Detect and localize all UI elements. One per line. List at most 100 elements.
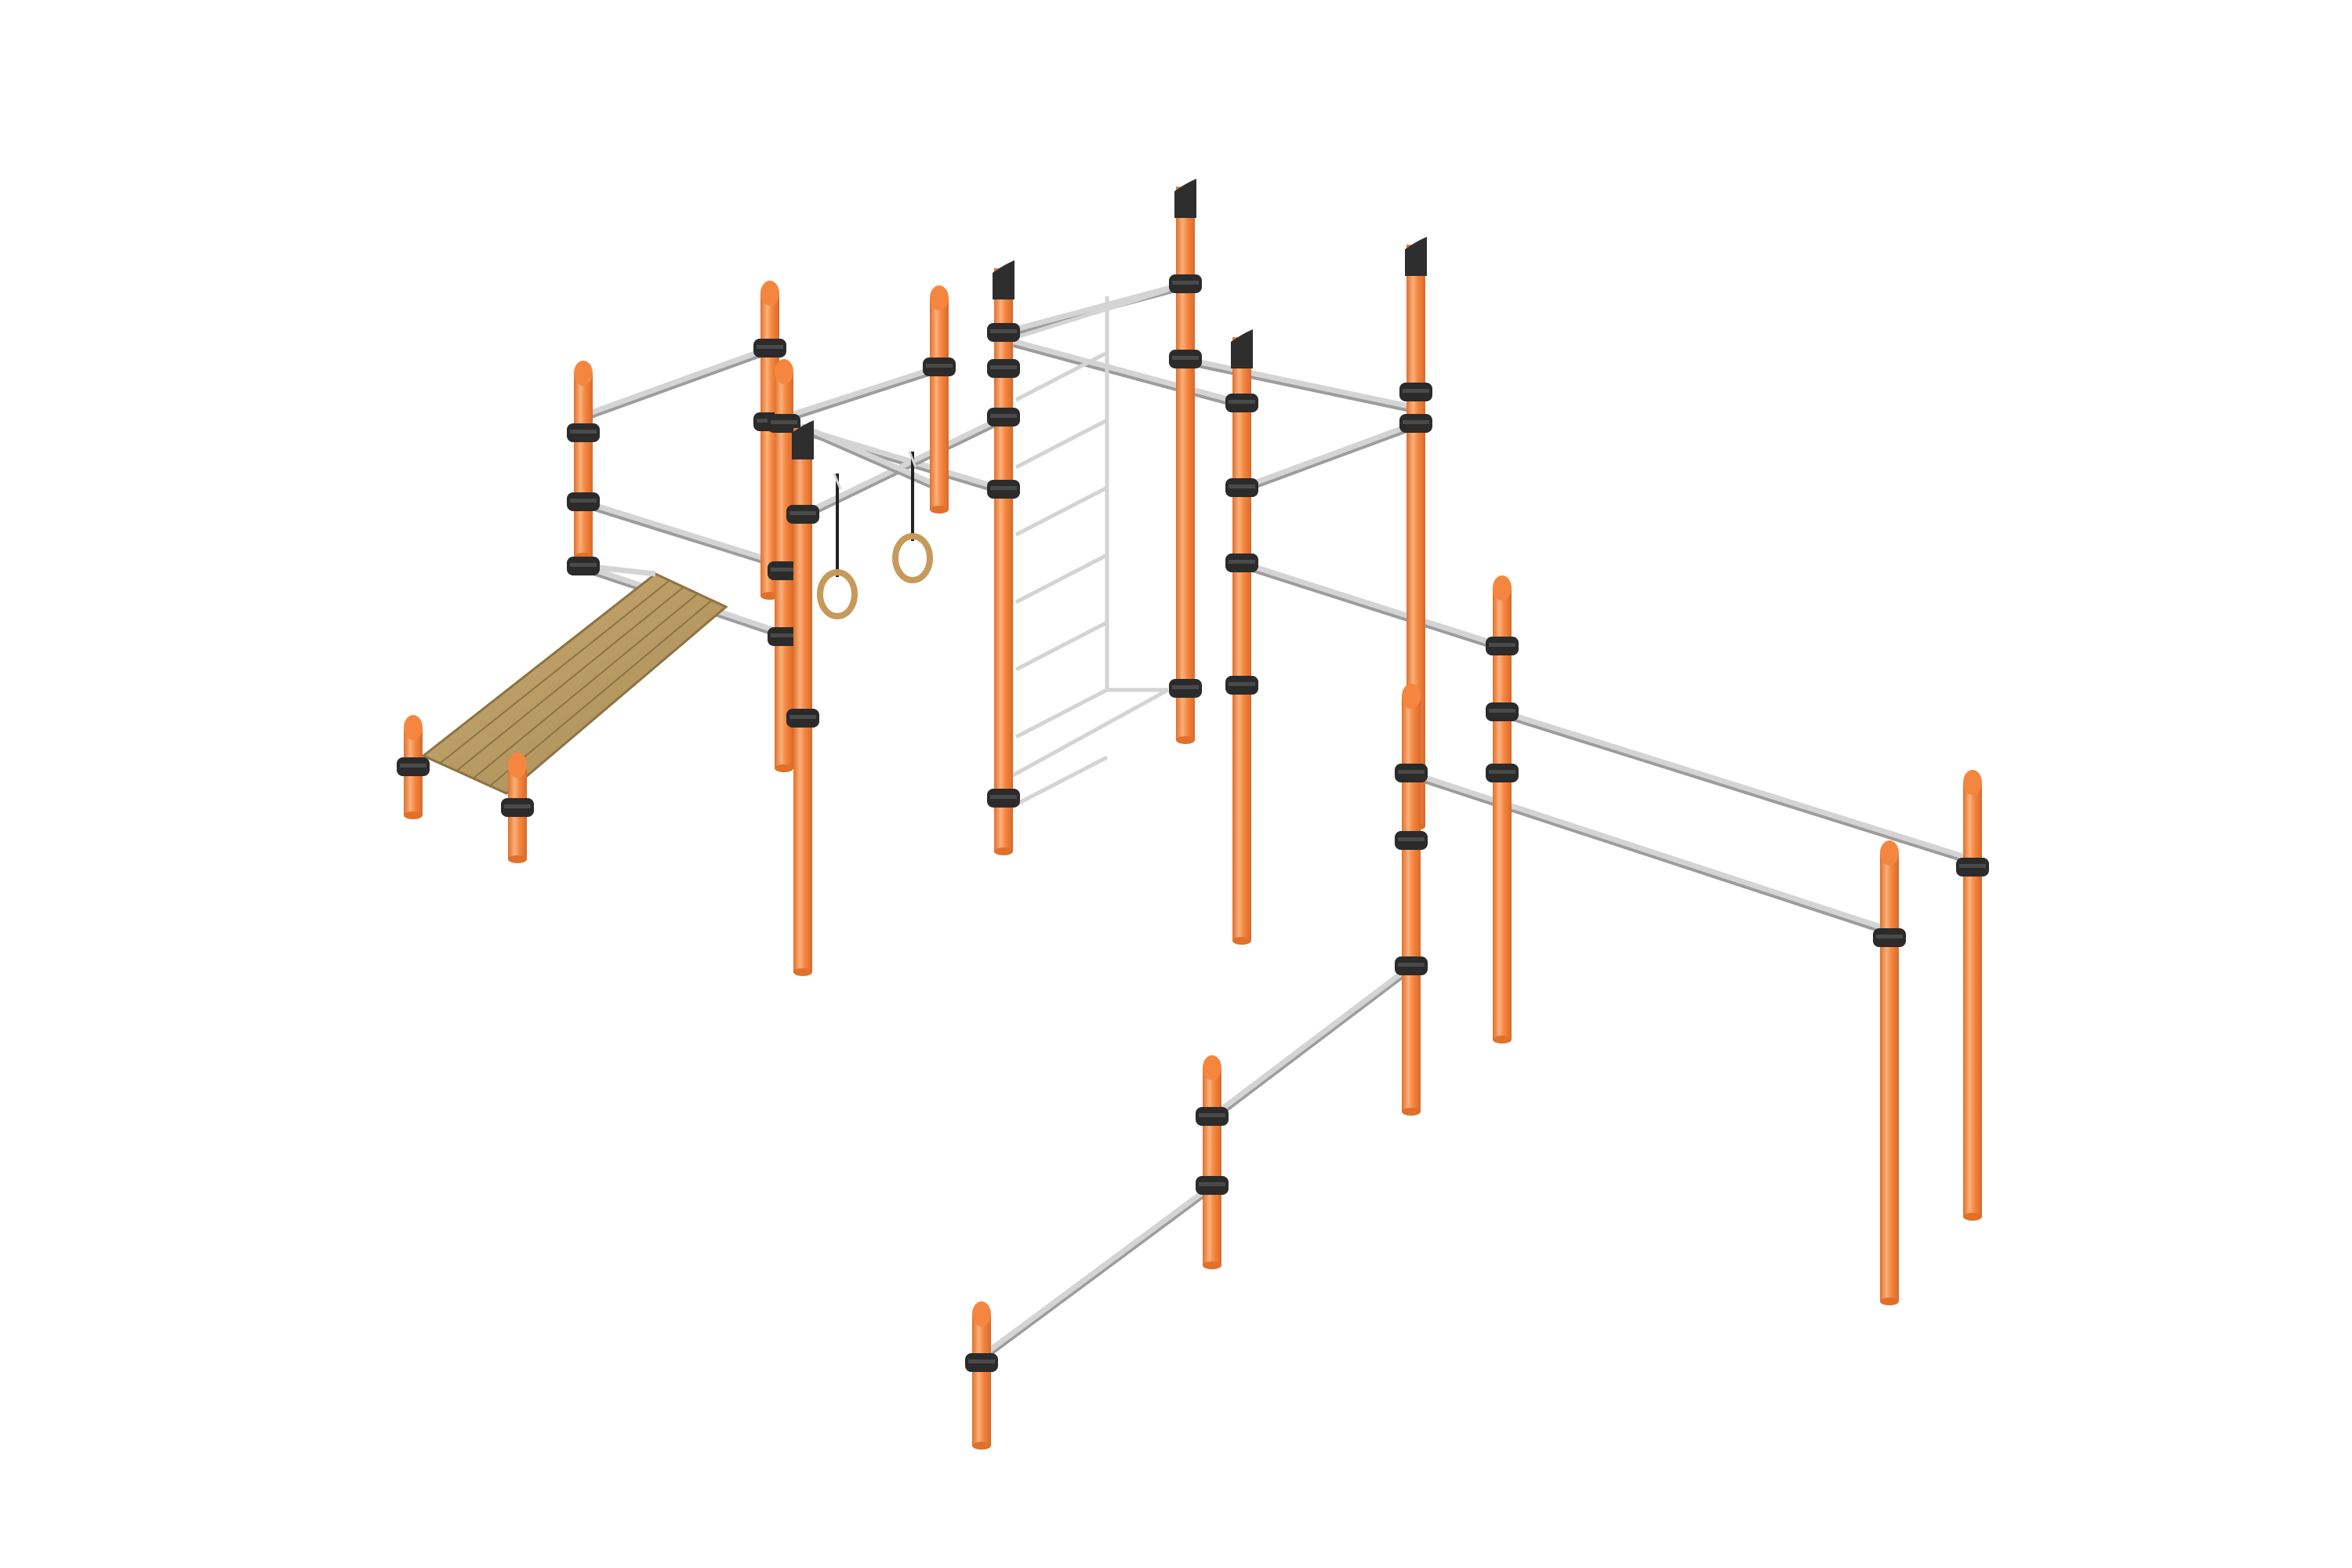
post-foot [930,506,949,514]
post-clamp-highlight [1959,864,1986,868]
bench-plank-line [489,599,713,787]
ring-right-hook [908,451,917,468]
post-shaft [930,298,949,510]
post-2 [567,361,600,575]
post-7 [987,260,1020,855]
post-foot [1176,736,1195,744]
post-8 [1169,179,1202,744]
post-cap-black [1231,329,1253,368]
post-clamp-highlight [570,563,597,567]
post-clamp-highlight [1172,281,1199,285]
post-foot [508,855,527,863]
post-cap [404,715,423,740]
post-shaft [972,1314,991,1446]
post-cap [760,281,779,306]
ladder-rung [1014,485,1109,537]
post-cap-black [993,260,1014,299]
post-cap [775,359,793,384]
post-13 [1956,770,1989,1221]
ladder-rung [1014,688,1109,739]
post-cap [508,753,527,778]
post-cap-black [1405,237,1427,276]
post-clamp-highlight [1489,709,1515,713]
bench-plank-line [456,586,684,771]
post-1 [501,753,534,863]
bench-plank-line [439,579,670,764]
ladder-rail-top [1011,288,1169,341]
post-shaft [1203,1068,1221,1265]
post-16 [965,1301,998,1450]
post-clamp-highlight [1229,560,1255,564]
post-9 [1225,329,1258,945]
post-clamp-highlight [1398,837,1425,841]
post-clamp-highlight [1403,389,1429,393]
post-4 [768,359,800,772]
post-cap-black [792,420,814,459]
post-clamp-highlight [1229,485,1255,488]
post-clamp-highlight [990,486,1017,490]
post-clamp-highlight [926,364,953,368]
post-clamp-highlight [1199,1113,1225,1117]
post-clamp-highlight [990,795,1017,799]
post-foot [1402,1108,1421,1116]
post-foot [404,811,423,819]
post-shaft [1232,337,1251,941]
post-clamp-highlight [1489,643,1515,647]
bar-15 [978,1182,1215,1359]
post-foot [1880,1298,1899,1305]
post-clamp-highlight [771,568,797,572]
bar-6 [800,423,942,489]
post-cap [1493,575,1512,601]
ring-left-hook [833,473,842,490]
post-0 [397,715,430,819]
bar-3 [767,364,942,425]
post-clamp-highlight [771,420,797,424]
ladder-rung [1014,755,1109,807]
post-cap-black [1174,179,1196,218]
post-clamp-highlight [789,715,816,719]
post-clamp-highlight [570,499,597,503]
post-clamp-highlight [1398,770,1425,774]
bar-1 [580,499,787,568]
post-clamp-highlight [757,345,783,349]
post-cap [1963,770,1982,795]
post-clamp-highlight [504,804,531,808]
post-clamp-highlight [400,764,426,768]
post-foot [1963,1213,1982,1221]
post-foot [775,764,793,772]
sit-up-bench [421,563,728,795]
post-clamp-highlight [789,511,816,515]
post-shaft [1963,782,1982,1217]
ladder-rung [1014,620,1109,672]
post-5 [786,420,819,976]
bar-12 [1499,709,1976,862]
ladder-rung [1014,418,1109,470]
post-shaft [1880,853,1899,1301]
gymnastic-rings [817,451,933,619]
post-clamp-highlight [1403,420,1429,424]
ring-left [817,569,858,619]
post-cap [972,1301,991,1327]
post-15 [1196,1055,1229,1269]
post-clamp-highlight [1172,356,1199,360]
post-shaft [574,373,593,557]
post-foot [1493,1036,1512,1044]
ladder-rail-bottom [1010,688,1170,779]
bar-0 [580,345,773,419]
post-cap [930,285,949,310]
bar-5 [800,414,1007,517]
post-12 [1395,684,1428,1116]
bench-plank-line [472,593,699,779]
post-clamp-highlight [990,329,1017,333]
post-foot [994,848,1013,855]
post-clamp-highlight [1229,682,1255,686]
post-clamp-highlight [771,633,797,637]
post-cap [1203,1055,1221,1080]
post-clamp-highlight [990,365,1017,369]
post-clamp-highlight [968,1359,995,1363]
bar-11 [1239,560,1505,649]
bar-13 [1408,770,1893,933]
post-14 [1873,840,1906,1305]
bar-8 [1000,336,1245,406]
